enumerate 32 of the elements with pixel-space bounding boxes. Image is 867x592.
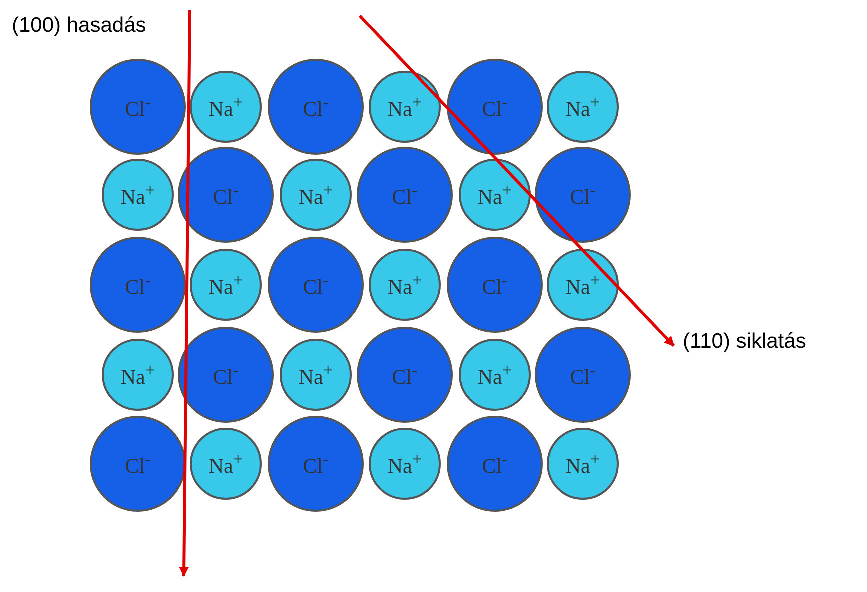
ion-label: Cl$^{-}$	[482, 449, 508, 479]
ion-label: Na$^{+}$	[120, 360, 156, 390]
ion-label: Cl$^{-}$	[570, 180, 596, 210]
ion-label: Na$^{+}$	[298, 360, 334, 390]
ion-label: Cl$^{-}$	[570, 360, 596, 390]
ion-label: Na$^{+}$	[478, 360, 512, 390]
ion-label: Na$^{+}$	[388, 270, 422, 300]
ion-label: Cl$^{-}$	[392, 360, 418, 390]
ion-label: Na$^{+}$	[120, 180, 156, 210]
ion-label: Na$^{+}$	[566, 270, 600, 300]
ion-label: Cl$^{-}$	[482, 270, 508, 300]
ion-label: Na$^{+}$	[298, 180, 334, 210]
ion-label: Cl$^{-}$	[213, 360, 239, 390]
ion-label: Cl$^{-}$	[392, 180, 418, 210]
ion-label: Na$^{+}$	[566, 92, 600, 122]
ion-label: Cl$^{-}$	[303, 270, 329, 300]
ion-label: Cl$^{-}$	[125, 270, 151, 300]
ion-label: Na$^{+}$	[566, 449, 600, 479]
plane-label: (100) hasadás	[12, 14, 146, 38]
ion-label: Cl$^{-}$	[125, 449, 151, 479]
ion-label: Na$^{+}$	[208, 270, 244, 300]
ion-label: Na$^{+}$	[208, 449, 244, 479]
plane-label: (110) siklatás	[683, 330, 806, 354]
ion-label: Na$^{+}$	[388, 449, 422, 479]
ion-label: Cl$^{-}$	[482, 92, 508, 122]
ion-label: Na$^{+}$	[478, 180, 512, 210]
ion-label: Na$^{+}$	[388, 92, 422, 122]
ion-label: Cl$^{-}$	[303, 449, 329, 479]
ion-label: Cl$^{-}$	[125, 92, 151, 122]
ion-label: Na$^{+}$	[208, 92, 244, 122]
ion-label: Cl$^{-}$	[303, 92, 329, 122]
ion-label: Cl$^{-}$	[213, 180, 239, 210]
